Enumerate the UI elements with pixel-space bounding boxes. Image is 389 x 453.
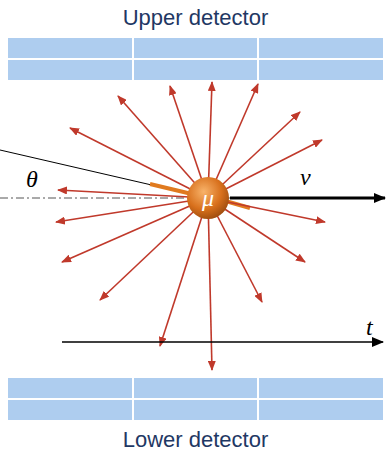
detector-cell bbox=[259, 38, 383, 58]
detector-cell bbox=[259, 378, 383, 398]
symbol-label: t bbox=[366, 314, 373, 340]
muon-particle: μ bbox=[186, 176, 230, 220]
time-axis bbox=[62, 341, 383, 343]
velocity-arrow bbox=[230, 197, 385, 200]
detector-label: Lower detector bbox=[8, 426, 383, 453]
detector-cell bbox=[134, 378, 258, 398]
detector-label: Upper detector bbox=[8, 4, 383, 32]
detector-cell bbox=[8, 400, 132, 420]
detector-block: Upper detector bbox=[8, 4, 383, 80]
detector-cell bbox=[8, 378, 132, 398]
track-line bbox=[0, 150, 208, 198]
detector-cell bbox=[134, 60, 258, 80]
symbol-label: θ bbox=[26, 166, 38, 192]
detector-cell bbox=[8, 38, 132, 58]
detector-cell bbox=[259, 60, 383, 80]
detector-block: Lower detector bbox=[8, 378, 383, 453]
detector-cell bbox=[8, 60, 132, 80]
detector-band bbox=[8, 378, 383, 420]
detector-cell bbox=[134, 38, 258, 58]
particle-symbol: μ bbox=[186, 185, 230, 212]
symbol-label: v⃗ bbox=[300, 164, 329, 190]
detector-band bbox=[8, 38, 383, 80]
detector-cell bbox=[259, 400, 383, 420]
detector-cell bbox=[134, 400, 258, 420]
emission-arrows bbox=[56, 82, 325, 370]
